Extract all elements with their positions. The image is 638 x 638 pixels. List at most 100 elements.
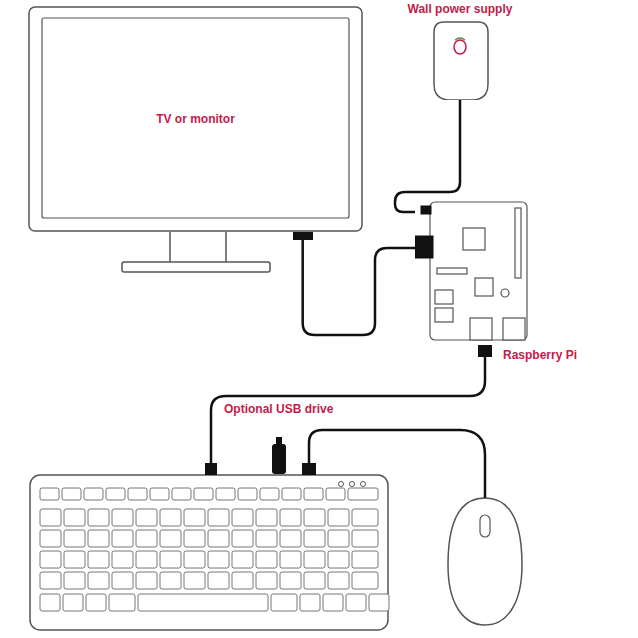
key — [352, 530, 378, 547]
key — [40, 594, 60, 611]
raspberry-pi: Raspberry Pi — [415, 198, 585, 365]
key — [256, 572, 277, 589]
node-label: Raspberry Pi — [503, 348, 577, 362]
key — [282, 488, 301, 500]
key — [328, 572, 349, 589]
key — [328, 551, 349, 568]
key — [64, 530, 85, 547]
key — [260, 488, 279, 500]
power-supply-drawing — [400, 2, 520, 100]
part-label: Optional USB drive — [222, 402, 335, 416]
key — [128, 488, 147, 500]
key — [232, 572, 253, 589]
key — [172, 488, 191, 500]
key — [328, 509, 349, 526]
key — [136, 530, 157, 547]
key — [238, 488, 257, 500]
monitor: TV or monitor — [28, 6, 363, 232]
key — [112, 572, 133, 589]
key — [136, 551, 157, 568]
key — [369, 594, 389, 611]
key — [256, 551, 277, 568]
hdmi-plug — [293, 232, 313, 240]
key — [62, 488, 81, 500]
key — [106, 488, 125, 500]
node-label: Wall power supply — [400, 2, 520, 16]
monitor-stand — [170, 232, 226, 262]
key — [208, 572, 229, 589]
key — [300, 594, 320, 611]
key — [64, 572, 85, 589]
key — [326, 488, 345, 500]
usb-plug — [302, 463, 316, 475]
mouse-wheel — [480, 515, 490, 537]
key — [304, 572, 325, 589]
key — [112, 509, 133, 526]
key — [40, 530, 61, 547]
key — [136, 509, 157, 526]
key — [216, 488, 235, 500]
usb-drive-cap — [276, 437, 282, 445]
usb-drive — [272, 444, 286, 474]
key — [184, 572, 205, 589]
key — [232, 530, 253, 547]
key — [112, 551, 133, 568]
key — [304, 488, 323, 500]
key — [280, 551, 301, 568]
key — [136, 572, 157, 589]
key — [184, 509, 205, 526]
key — [64, 509, 85, 526]
key — [208, 509, 229, 526]
power-supply: Wall power supply — [400, 2, 520, 100]
key — [84, 488, 103, 500]
key — [138, 594, 268, 611]
key — [88, 509, 109, 526]
mouse-cable — [309, 430, 485, 498]
key — [348, 488, 378, 500]
key — [232, 551, 253, 568]
key — [40, 551, 61, 568]
key — [256, 530, 277, 547]
usb-plug — [205, 463, 217, 475]
key — [160, 509, 181, 526]
key — [271, 594, 297, 611]
key — [109, 594, 135, 611]
key — [160, 572, 181, 589]
key — [352, 509, 378, 526]
key — [194, 488, 213, 500]
key — [352, 551, 378, 568]
key — [346, 594, 366, 611]
keyboard-led — [339, 482, 344, 487]
monitor-base — [122, 262, 270, 272]
key — [304, 509, 325, 526]
key — [280, 530, 301, 547]
usb-plug — [478, 345, 492, 357]
keyboard — [30, 475, 388, 630]
key — [208, 551, 229, 568]
key — [328, 530, 349, 547]
cable — [303, 240, 415, 335]
key — [40, 509, 61, 526]
key — [304, 530, 325, 547]
key — [208, 530, 229, 547]
keyboard-led — [361, 482, 366, 487]
key — [40, 488, 59, 500]
key — [112, 530, 133, 547]
key — [256, 509, 277, 526]
key — [88, 551, 109, 568]
node-label: TV or monitor — [156, 112, 235, 126]
key — [184, 551, 205, 568]
key — [280, 509, 301, 526]
key — [160, 551, 181, 568]
key — [160, 530, 181, 547]
key — [232, 509, 253, 526]
key — [88, 572, 109, 589]
key — [63, 594, 83, 611]
keyboard-cable — [211, 356, 485, 465]
key — [352, 572, 378, 589]
raspberry-pi-drawing — [415, 198, 585, 365]
mouse — [448, 498, 522, 625]
key — [304, 551, 325, 568]
key — [88, 530, 109, 547]
key — [64, 551, 85, 568]
